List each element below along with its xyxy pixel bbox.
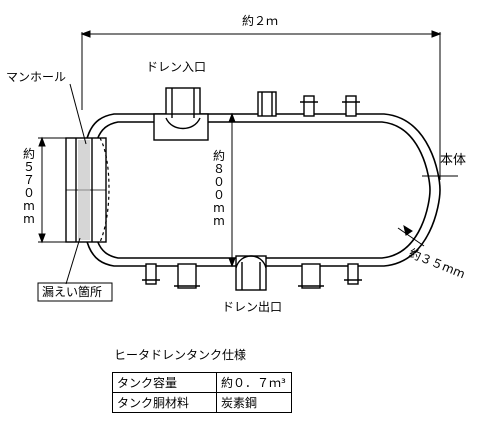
top-nozzle-3	[345, 95, 357, 117]
leak-point-label: 漏えい箇所	[42, 285, 103, 299]
spec-key: タンク胴材料	[112, 392, 217, 413]
table-row: タンク容量 約０．７ｍ³	[112, 372, 292, 393]
spec-table: タンク容量 約０．７ｍ³ タンク胴材料 炭素鋼	[112, 372, 292, 413]
thickness-leader	[397, 227, 425, 247]
vertical-glyph: ０	[212, 175, 225, 189]
drain-outlet-label: ドレン出口	[222, 300, 283, 314]
spec-value: 約０．７ｍ³	[216, 372, 292, 393]
tank-inner-wall	[91, 121, 431, 259]
top-nozzle-1	[257, 91, 277, 117]
body-label: 本体	[440, 153, 467, 168]
vertical-glyph: ０	[212, 188, 225, 202]
manhole-label: マンホール	[6, 70, 67, 84]
spec-title: ヒータドレンタンク仕様	[114, 348, 247, 362]
vertical-glyph: m	[23, 199, 35, 213]
table-row: タンク胴材料 炭素鋼	[112, 392, 292, 413]
vertical-glyph: 約	[212, 149, 225, 163]
top-nozzle-2	[303, 95, 315, 117]
leak-point-box	[37, 282, 113, 302]
spec-key: タンク容量	[112, 372, 217, 393]
manhole-hatching	[78, 140, 90, 240]
bottom-nozzle-2	[177, 263, 197, 289]
spec-value: 炭素鋼	[216, 392, 292, 413]
drain-outlet-nozzle	[235, 255, 267, 291]
leak-leader	[65, 237, 81, 285]
vertical-glyph: 約	[22, 147, 35, 161]
manhole-leader	[69, 83, 87, 145]
drain-inlet-label: ドレン入口	[146, 60, 207, 74]
bottom-nozzle-4	[347, 263, 359, 285]
bottom-nozzle-1	[145, 263, 157, 285]
vertical-glyph: ０	[22, 186, 35, 200]
tank-outer-wall	[81, 113, 441, 267]
vertical-glyph: m	[213, 201, 225, 215]
vertical-glyph: ７	[22, 173, 35, 187]
vertical-glyph: ８	[212, 162, 225, 176]
length-label: 約２ｍ	[242, 14, 279, 28]
vertical-glyph: ５	[22, 160, 35, 174]
vertical-glyph: m	[213, 214, 225, 228]
bottom-nozzle-3	[301, 263, 321, 289]
vertical-glyph: m	[23, 212, 35, 226]
